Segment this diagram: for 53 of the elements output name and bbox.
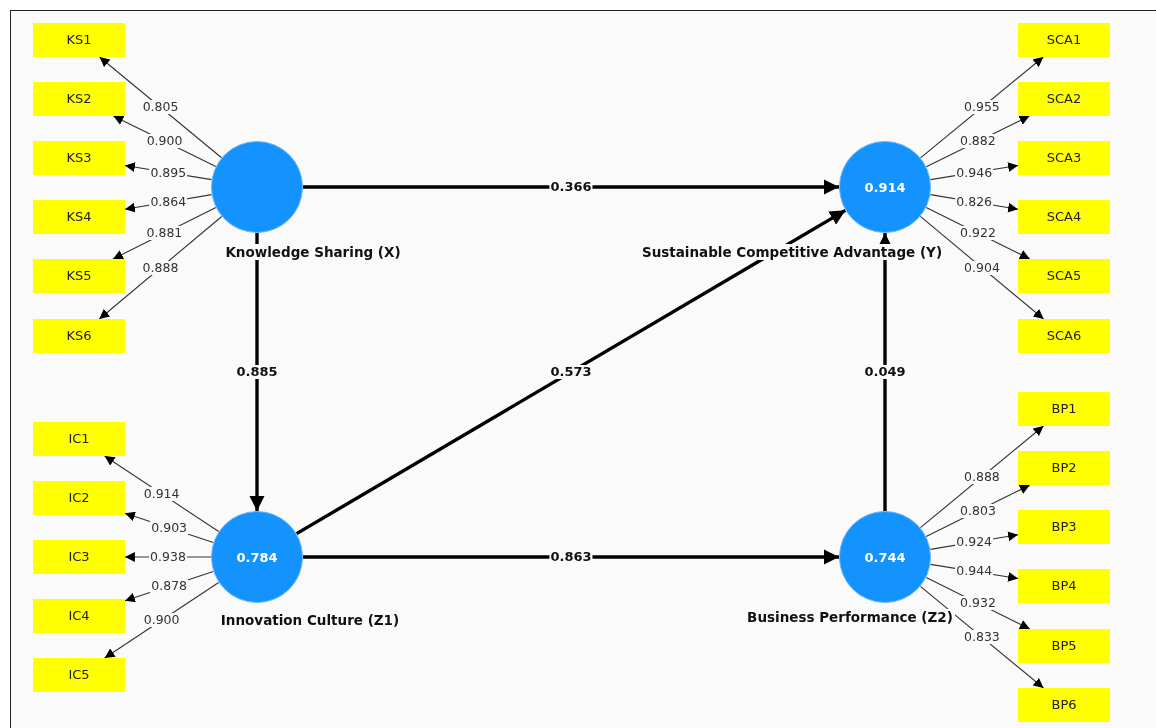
- indicator-box: SCA4: [1018, 200, 1110, 234]
- loading-value: 0.900: [142, 613, 181, 628]
- loading-arrow: [98, 216, 223, 320]
- path-coefficient: 0.885: [235, 365, 279, 379]
- indicator-box: KS5: [33, 259, 125, 293]
- loading-value: 0.882: [958, 134, 997, 149]
- indicator-box: KS3: [33, 141, 125, 175]
- indicator-box: SCA5: [1018, 259, 1110, 293]
- loading-arrow: [919, 215, 1045, 320]
- loading-value: 0.922: [959, 226, 997, 241]
- indicator-box: BP4: [1018, 569, 1110, 603]
- loading-value: 0.900: [145, 134, 184, 149]
- construct-name: Business Performance (Z2): [745, 609, 955, 625]
- path-coefficient: 0.863: [549, 550, 593, 564]
- indicator-box: SCA3: [1018, 141, 1110, 175]
- r-squared-value: 0.914: [863, 179, 907, 195]
- indicator-box: KS1: [33, 23, 125, 57]
- construct-name: Knowledge Sharing (X): [223, 244, 403, 260]
- indicator-box: IC2: [33, 481, 125, 515]
- indicator-box: SCA6: [1018, 319, 1110, 353]
- indicator-box: BP3: [1018, 510, 1110, 544]
- loading-arrow: [99, 56, 223, 159]
- indicator-box: IC4: [33, 599, 125, 633]
- path-coefficient: 0.573: [549, 365, 593, 379]
- indicator-box: KS2: [33, 82, 125, 116]
- indicator-box: BP2: [1018, 451, 1110, 485]
- loading-value: 0.878: [150, 579, 189, 594]
- loading-value: 0.805: [141, 100, 180, 115]
- indicator-box: IC5: [33, 658, 125, 692]
- loading-value: 0.955: [963, 100, 1001, 115]
- loading-value: 0.881: [145, 226, 184, 241]
- loading-value: 0.932: [959, 596, 997, 611]
- indicator-box: SCA1: [1018, 23, 1110, 57]
- indicator-box: BP5: [1018, 629, 1110, 663]
- indicator-box: SCA2: [1018, 82, 1110, 116]
- indicator-box: IC3: [33, 540, 125, 574]
- r-squared-value: 0.784: [235, 549, 279, 565]
- loading-value: 0.833: [963, 630, 1001, 645]
- path-arrow: [877, 233, 893, 511]
- path-coefficient: 0.049: [863, 365, 907, 379]
- indicator-box: IC1: [33, 422, 125, 456]
- loading-value: 0.938: [149, 550, 187, 564]
- path-arrow: [249, 233, 265, 511]
- indicator-box: BP6: [1018, 688, 1110, 722]
- path-arrow: [295, 208, 847, 536]
- indicator-box: BP1: [1018, 392, 1110, 426]
- path-coefficient: 0.366: [549, 180, 593, 194]
- indicator-box: KS6: [33, 319, 125, 353]
- indicator-box: KS4: [33, 200, 125, 234]
- path-arrow: [303, 549, 839, 565]
- r-squared-value: 0.744: [863, 549, 907, 565]
- path-arrow: [303, 179, 839, 195]
- loading-arrow: [919, 425, 1044, 529]
